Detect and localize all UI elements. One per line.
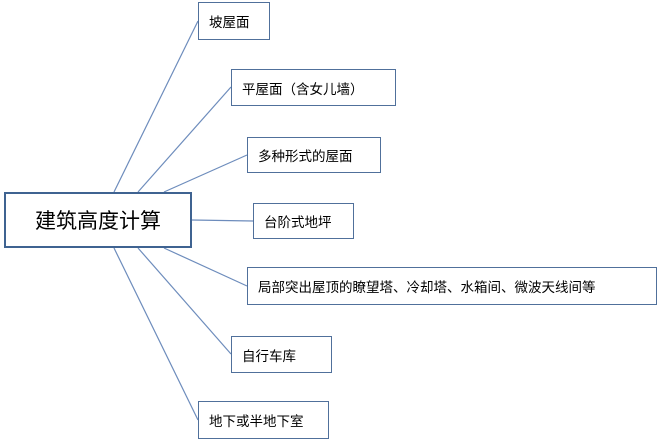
connector-line bbox=[163, 154, 248, 193]
connector-line bbox=[163, 247, 248, 287]
branch-node-flat-roof: 平屋面（含女儿墙） bbox=[231, 69, 396, 106]
connector-line bbox=[113, 247, 199, 421]
root-node: 建筑高度计算 bbox=[4, 192, 192, 248]
branch-node-rooftop-structures: 局部突出屋顶的瞭望塔、冷却塔、水箱间、微波天线间等 bbox=[247, 267, 657, 305]
branch-node-sloped-roof: 坡屋面 bbox=[198, 2, 270, 40]
connector-line bbox=[191, 219, 254, 222]
connector-line bbox=[137, 247, 232, 355]
branch-node-bicycle-garage: 自行车库 bbox=[231, 336, 332, 373]
connector-line bbox=[137, 86, 232, 193]
branch-node-stepped-ground: 台阶式地坪 bbox=[253, 203, 354, 239]
branch-node-multiple-roof-forms: 多种形式的屋面 bbox=[247, 137, 381, 173]
branch-node-basement: 地下或半地下室 bbox=[198, 401, 329, 439]
connector-line bbox=[113, 20, 199, 193]
